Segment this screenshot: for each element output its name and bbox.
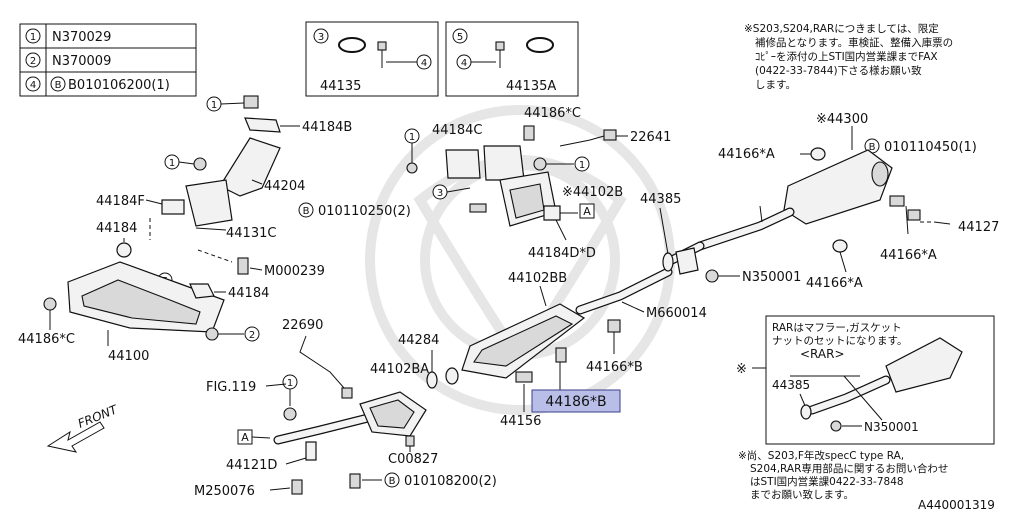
part-44184dd: 44184D*D	[528, 246, 596, 261]
front-arrow: FRONT	[46, 402, 121, 453]
fig-119-ref: FIG.119	[206, 380, 256, 395]
part-44135a: 44135A	[506, 79, 556, 94]
svg-text:ｺﾋﾟｰを添付の上STI国内営業課までFAX: ｺﾋﾟｰを添付の上STI国内営業課までFAX	[755, 50, 938, 63]
part-44184-upper: 44184	[96, 221, 137, 236]
part-44102ba: 44102BA	[370, 362, 429, 377]
part-44166a-right: 44166*A	[880, 248, 937, 263]
center-catalyst-assembly: 1 44184C 44186*C 1 22641 3 ※44102B B 010…	[298, 106, 671, 261]
svg-text:B: B	[303, 206, 310, 217]
highlighted-part-44186b[interactable]	[531, 389, 621, 413]
svg-text:1: 1	[409, 132, 415, 143]
legend-ref-1: 1	[30, 32, 36, 43]
rar-part-n350001: N350001	[864, 420, 919, 434]
part-44385: 44385	[640, 192, 681, 207]
svg-text:3: 3	[318, 32, 324, 43]
svg-text:A: A	[241, 431, 249, 444]
inset-clamp-44135a: 5 4 44135A	[445, 21, 579, 97]
note-top: ※S203,S204,RARにつきましては、限定 補修品となります。車検証、整備…	[744, 22, 953, 91]
part-44300: ※44300	[816, 112, 868, 127]
part-44127: 44127	[958, 220, 999, 235]
svg-text:※尚、S203,F年改specC type RA,: ※尚、S203,F年改specC type RA,	[738, 449, 904, 462]
part-44166a-bottom: 44166*A	[806, 276, 863, 291]
part-c00827: C00827	[388, 452, 438, 467]
legend-text-2: N370009	[52, 54, 111, 69]
part-44186b: 44186*B	[545, 394, 606, 410]
legend-b-marker: B	[55, 80, 62, 91]
svg-text:4: 4	[461, 58, 467, 69]
svg-text:補修品となります。車検証、整備入庫票の: 補修品となります。車検証、整備入庫票の	[755, 36, 953, 49]
legend-ref-4: 4	[30, 80, 36, 91]
part-44284: 44284	[398, 333, 439, 348]
legend-table: 1 N370029 2 N370009 4 B B010106200(1)	[19, 23, 197, 97]
svg-text:します。: します。	[755, 79, 796, 91]
rar-title-2: ナットのセットになります。	[772, 335, 907, 347]
svg-text:※S203,S204,RARにつきましては、限定: ※S203,S204,RARにつきましては、限定	[744, 22, 939, 35]
rar-asterisk: ※	[736, 362, 747, 377]
svg-text:B: B	[389, 476, 396, 487]
part-44102bb: 44102BB	[508, 271, 567, 286]
part-44184-lower: 44184	[228, 286, 269, 301]
part-44186c-left: 44186*C	[18, 332, 75, 347]
legend-text-4: B010106200(1)	[68, 78, 170, 93]
part-44184b: 44184B	[302, 120, 352, 135]
rar-tag: <RAR>	[800, 347, 845, 361]
part-44184c: 44184C	[432, 123, 482, 138]
center-pipe-assembly: 44102BB M660014 44166*B 44284 44186*B 44…	[398, 267, 707, 429]
svg-text:4: 4	[421, 58, 427, 69]
svg-text:5: 5	[457, 32, 463, 43]
diagram-id: A440001319	[918, 498, 995, 512]
front-pipe-assembly: 22690 1 FIG.119 44102BA A 44121D C00827 …	[194, 318, 497, 499]
part-b010108200: 010108200(2)	[404, 474, 497, 489]
exhaust-manifold-assembly: 1 44184B 1 44204 44184F 44184 5 44131C M…	[18, 95, 352, 364]
rar-title-1: RARはマフラー,ガスケット	[772, 322, 902, 334]
svg-text:はSTI国内営業課0422-33-7848: はSTI国内営業課0422-33-7848	[750, 475, 904, 488]
part-44121d: 44121D	[226, 458, 277, 473]
part-m660014: M660014	[646, 306, 707, 321]
rar-part-44385: 44385	[772, 378, 810, 392]
part-m250076: M250076	[194, 484, 255, 499]
part-44102b: ※44102B	[562, 185, 623, 200]
part-m000239: M000239	[264, 264, 325, 279]
svg-text:までお願い致します。: までお願い致します。	[750, 488, 854, 501]
note-bottom: ※尚、S203,F年改specC type RA, S204,RAR専用部品に関…	[738, 449, 948, 501]
part-44186c-top: 44186*C	[524, 106, 581, 121]
svg-text:1: 1	[211, 100, 217, 111]
part-44166a-top: 44166*A	[718, 147, 775, 162]
part-44131c: 44131C	[226, 226, 276, 241]
svg-text:A: A	[583, 205, 591, 218]
inset-clamp-44135: 3 4 44135	[305, 21, 439, 97]
part-44166b: 44166*B	[586, 360, 643, 375]
rear-muffler-assembly: ※44300 44166*A B 010110450(1) 44127 4416…	[640, 112, 999, 291]
svg-text:B: B	[869, 142, 876, 153]
part-44184f: 44184F	[96, 194, 145, 209]
svg-text:S204,RAR専用部品に関するお問い合わせ: S204,RAR専用部品に関するお問い合わせ	[750, 462, 948, 475]
part-b010110450: 010110450(1)	[884, 140, 977, 155]
svg-text:2: 2	[249, 330, 255, 341]
svg-text:1: 1	[579, 160, 585, 171]
part-44100: 44100	[108, 349, 149, 364]
svg-text:1: 1	[169, 158, 175, 169]
part-b010110250: 010110250(2)	[318, 204, 411, 219]
svg-text:(0422-33-7844)下さる様お願い致: (0422-33-7844)下さる様お願い致	[755, 64, 922, 77]
rar-inset: ※ RARはマフラー,ガスケット ナットのセットになります。 <RAR> 443…	[736, 315, 995, 445]
legend-ref-2: 2	[30, 56, 36, 67]
part-44156: 44156	[500, 414, 541, 429]
part-22641: 22641	[630, 130, 671, 145]
part-44135: 44135	[320, 79, 361, 94]
legend-text-1: N370029	[52, 30, 111, 45]
svg-text:3: 3	[437, 188, 443, 199]
part-44204: 44204	[264, 179, 305, 194]
part-n350001: N350001	[742, 270, 801, 285]
part-22690: 22690	[282, 318, 323, 333]
svg-text:1: 1	[287, 378, 293, 389]
